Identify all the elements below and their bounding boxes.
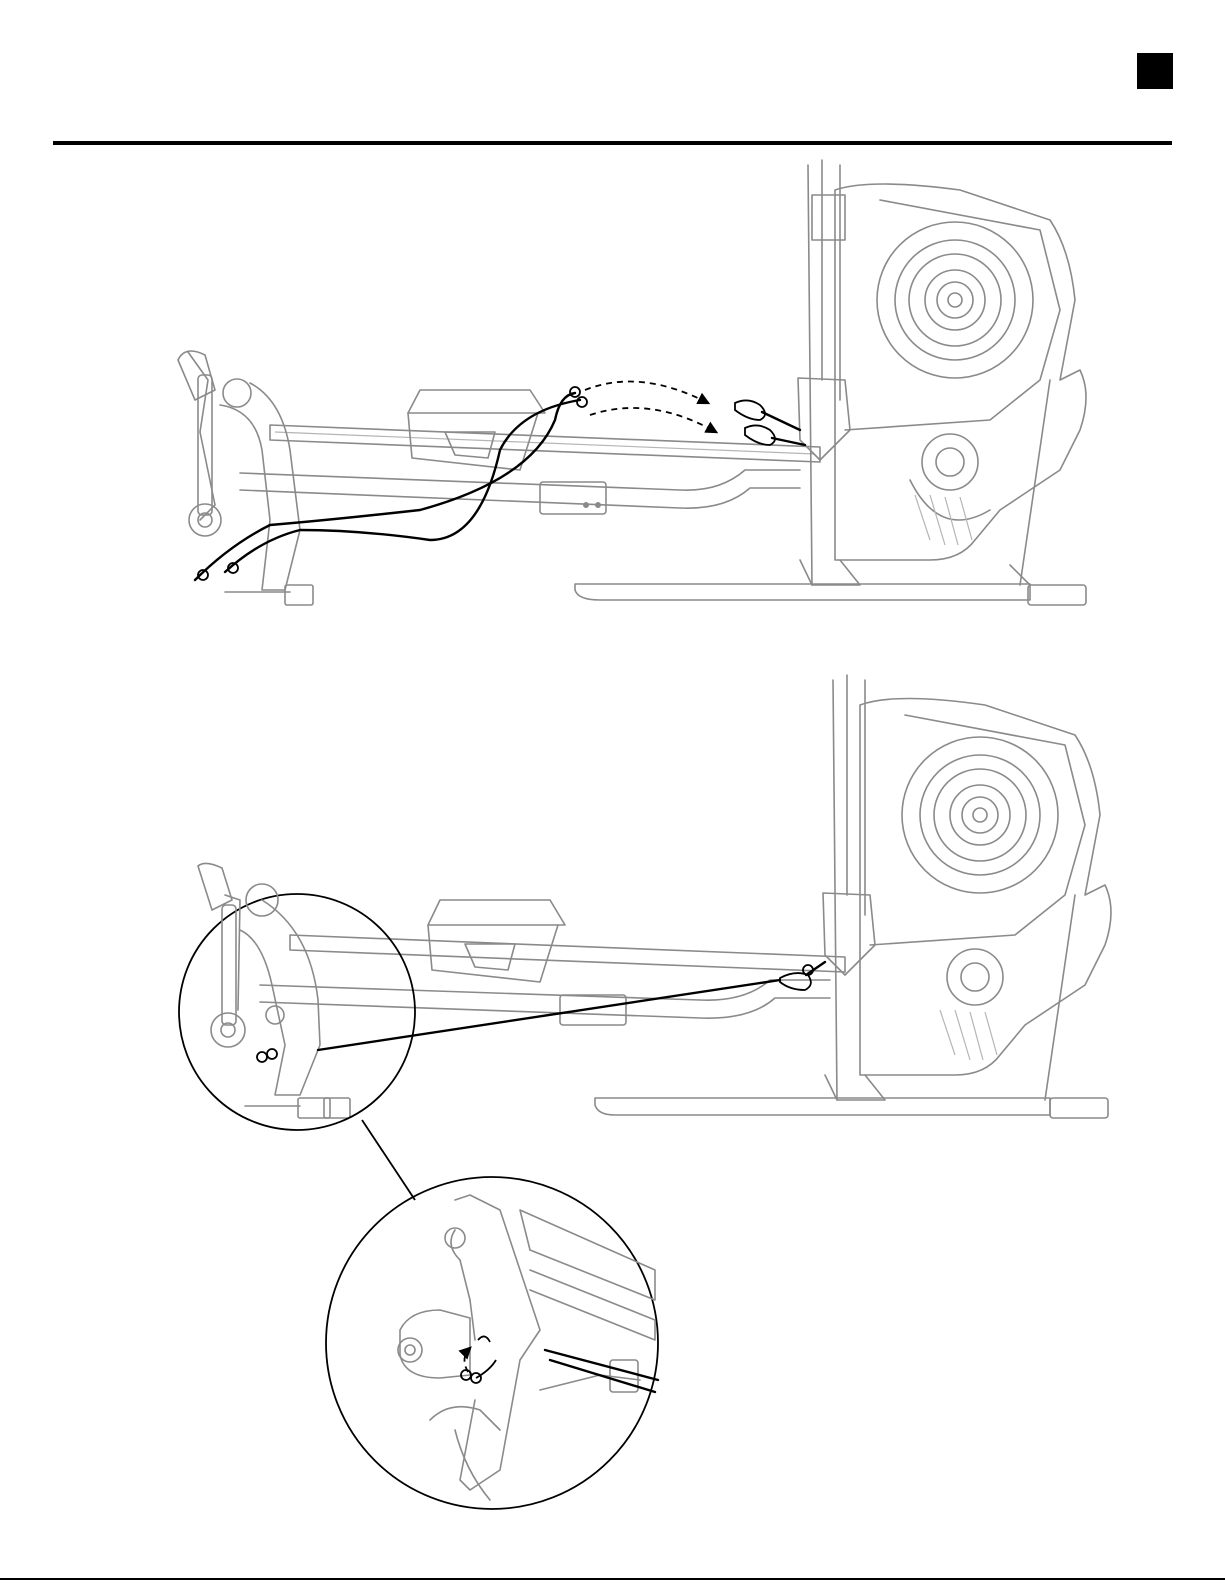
footer-divider <box>0 1578 1225 1580</box>
top-illustration-icon <box>178 160 1086 605</box>
top-cable-routing <box>195 382 805 580</box>
callout-leader-line <box>362 1120 415 1200</box>
bottom-cable-attached <box>318 962 825 1050</box>
detail-callout-icon <box>326 1177 658 1509</box>
bottom-illustration-icon <box>198 675 1111 1118</box>
